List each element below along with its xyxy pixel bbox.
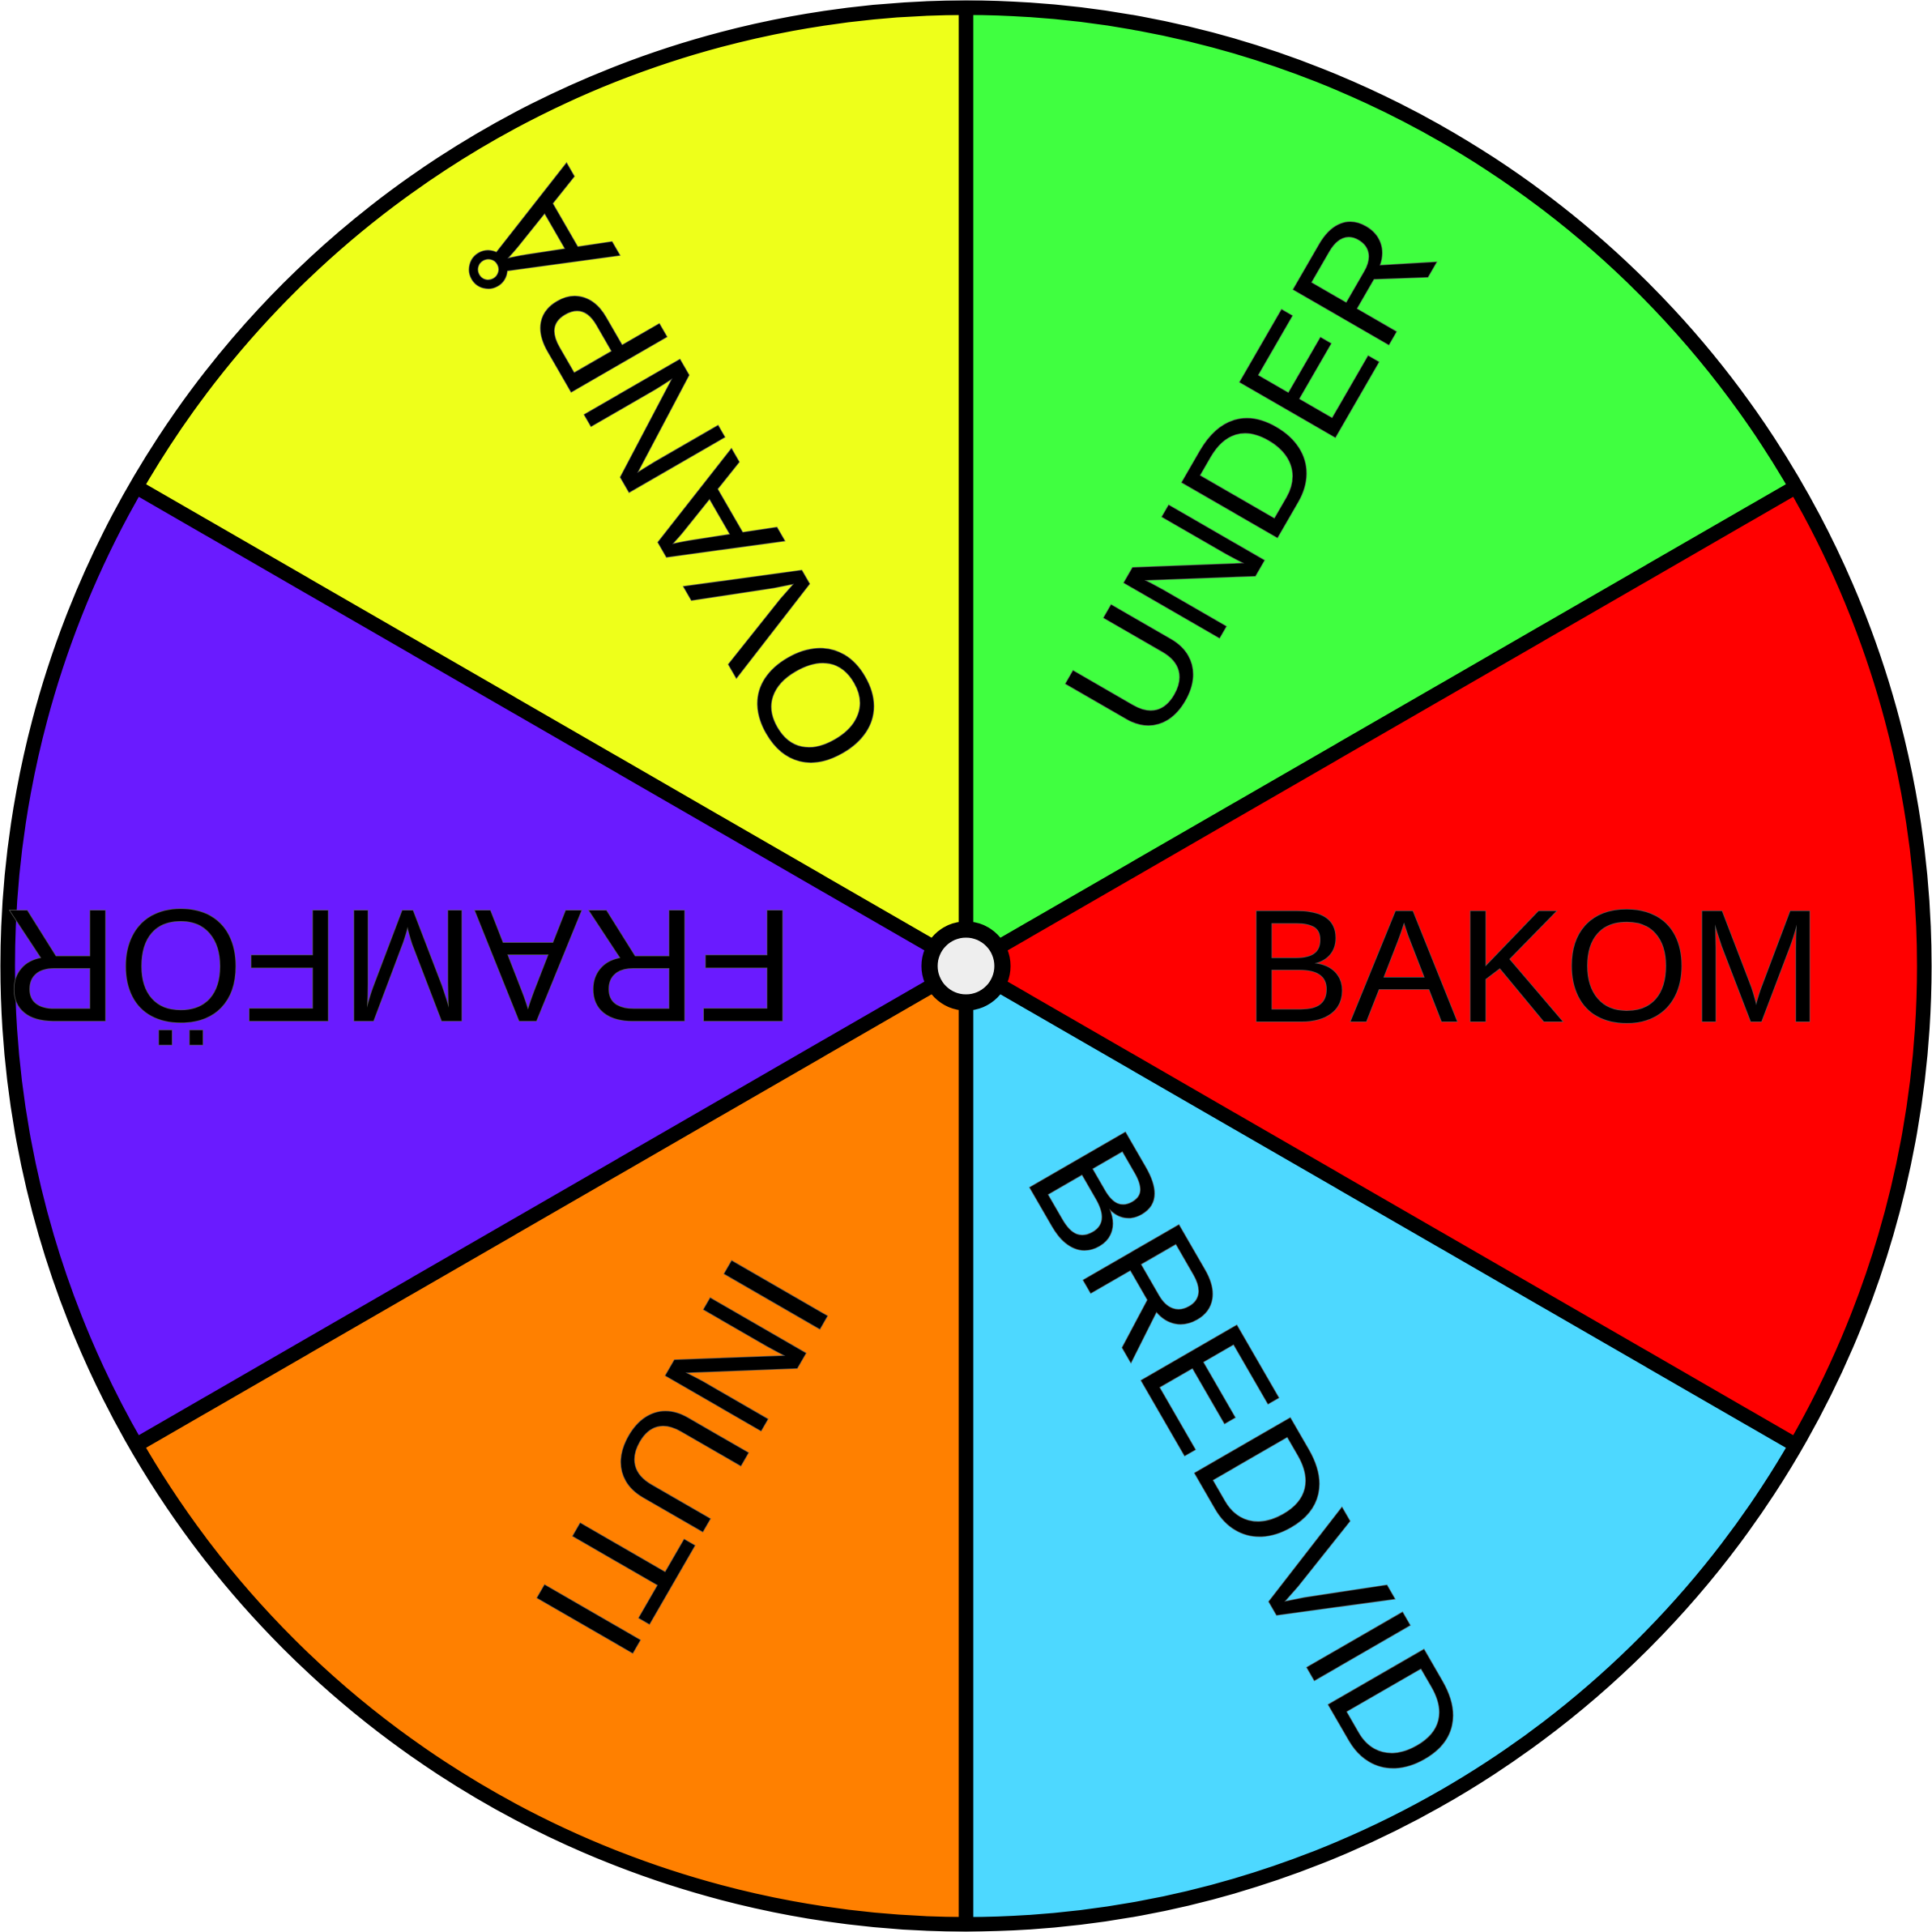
wheel-sector-under (966, 7, 1797, 966)
wheel-sectors (7, 7, 1925, 1925)
segment-label-bakom: BAKOM (1243, 876, 1823, 1056)
wheel-divider (132, 959, 970, 1452)
wheel-hub[interactable] (921, 921, 1011, 1011)
wheel-sector-ovanp (135, 7, 966, 966)
wheel-sector-framfr (7, 487, 966, 1445)
wheel-sector-bakom (966, 487, 1925, 1445)
wheel-divider (962, 959, 1800, 1452)
wheel-sector-bredvid (966, 966, 1797, 1925)
hub-center (937, 937, 995, 995)
wheel-sector-inuti (135, 966, 966, 1925)
wheel-dividers (132, 7, 1800, 1925)
wheel-divider (962, 480, 1800, 973)
segment-label-framfor: FRAMFÖR (2, 876, 795, 1056)
wheel-divider (132, 480, 970, 973)
